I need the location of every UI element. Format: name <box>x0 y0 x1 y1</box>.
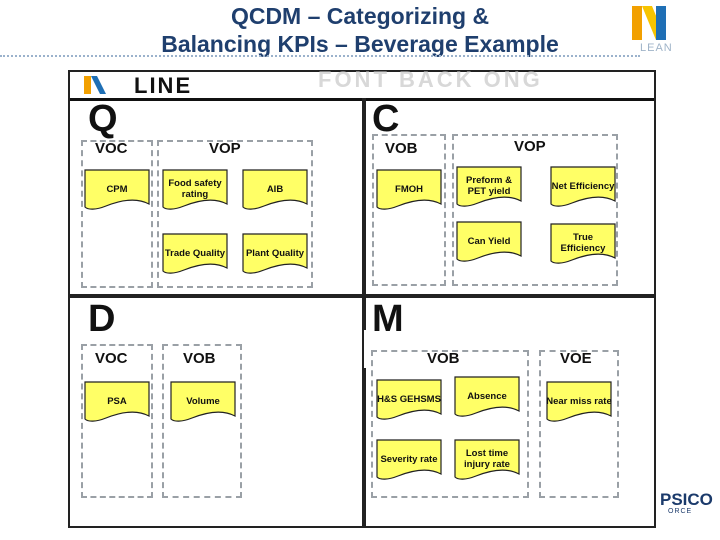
kpi-card-lost-time: Lost time injury rate <box>454 438 520 482</box>
kpi-card-net-efficiency: Net Efficiency <box>550 165 616 209</box>
kpi-card-volume: Volume <box>170 380 236 424</box>
c-vob-group-box <box>372 134 446 286</box>
kpi-card-near-miss: Near miss rate <box>546 380 612 424</box>
m-vob-group-box <box>371 350 529 498</box>
quadrant-letter-m: M <box>372 298 404 340</box>
kpi-label-trade-quality: Trade Quality <box>164 247 226 259</box>
board-header: LINE FONT BACK ONG <box>70 67 654 101</box>
quadrant-divider-horizontal <box>70 294 654 298</box>
pepsico-logo-subtext: ORCE <box>668 508 693 515</box>
quadrant-letter-c: C <box>372 98 400 140</box>
kpi-card-plant-quality: Plant Quality <box>242 232 308 276</box>
kpi-label-psa: PSA <box>107 395 127 407</box>
kpi-label-near-miss: Near miss rate <box>546 395 612 407</box>
q-voc-label: VOC <box>95 140 128 157</box>
kpi-card-fmoh: FMOH <box>376 168 442 212</box>
kpi-label-cpm: CPM <box>106 183 128 195</box>
m-vob-label: VOB <box>427 350 460 367</box>
kpi-label-food-safety: Food safety rating <box>168 178 222 200</box>
q-voc-group-box <box>81 140 153 288</box>
kpi-label-aib: AIB <box>266 183 284 195</box>
title-divider <box>0 55 640 57</box>
quadrant-letter-d: D <box>88 298 116 340</box>
kpi-card-hs-gehsms: H&S GEHSMS <box>376 378 442 422</box>
kpi-card-trade-quality: Trade Quality <box>162 232 228 276</box>
kpi-label-volume: Volume <box>186 395 220 407</box>
kpi-label-fmoh: FMOH <box>395 183 423 195</box>
d-voc-label: VOC <box>95 350 128 367</box>
kpi-label-can-yield: Can Yield <box>467 235 511 247</box>
lean-n-logo-icon <box>632 6 666 40</box>
line-logo-icon <box>84 76 106 94</box>
m-voe-label: VOE <box>560 350 592 367</box>
kpi-card-can-yield: Can Yield <box>456 220 522 264</box>
quadrant-divider-vertical <box>362 98 366 526</box>
title-line-1: QCDM – Categorizing & <box>230 3 490 29</box>
d-vob-group-box <box>162 344 242 498</box>
board-header-ghost-text: FONT BACK ONG <box>318 67 543 92</box>
kpi-label-absence: Absence <box>467 390 507 402</box>
kpi-card-true-efficiency: True Efficiency <box>550 222 616 266</box>
title-line-2: Balancing KPIs – Beverage Example <box>161 31 559 57</box>
kpi-card-food-safety: Food safety rating <box>162 168 228 212</box>
q-vop-label: VOP <box>209 140 241 157</box>
kpi-label-preform: Preform & PET yield <box>466 175 512 197</box>
kpi-card-cpm: CPM <box>84 168 150 212</box>
kpi-label-hs-gehsms: H&S GEHSMS <box>377 393 441 405</box>
d-vob-label: VOB <box>183 350 216 367</box>
m-voe-group-box <box>539 350 619 498</box>
kpi-label-lost-time: Lost time injury rate <box>464 448 510 470</box>
q-vop-group-box <box>157 140 313 288</box>
c-vop-label: VOP <box>514 138 546 155</box>
kpi-label-true-efficiency: True Efficiency <box>560 232 606 254</box>
divider-gap <box>360 330 368 368</box>
kpi-label-net-efficiency: Net Efficiency <box>551 180 615 192</box>
kpi-card-psa: PSA <box>84 380 150 424</box>
d-voc-group-box <box>81 344 153 498</box>
kpi-card-aib: AIB <box>242 168 308 212</box>
board-header-label: LINE <box>134 73 193 98</box>
kpi-label-plant-quality: Plant Quality <box>245 247 305 259</box>
slide-title: QCDM – Categorizing & Balancing KPIs – B… <box>0 2 720 58</box>
kpi-card-preform: Preform & PET yield <box>456 165 522 209</box>
quadrant-letter-q: Q <box>88 98 118 140</box>
pepsico-logo-text: PSICO <box>660 490 713 509</box>
qcdm-board: LINE FONT BACK ONG Q C D M VOC VOP CPM F… <box>68 67 656 528</box>
lean-logo-text: LEAN <box>640 42 673 54</box>
c-vop-group-box <box>452 134 618 286</box>
divider-thin-segment <box>362 328 364 370</box>
kpi-label-severity-rate: Severity rate <box>380 453 438 465</box>
kpi-card-absence: Absence <box>454 375 520 419</box>
kpi-card-severity-rate: Severity rate <box>376 438 442 482</box>
c-vob-label: VOB <box>385 140 418 157</box>
